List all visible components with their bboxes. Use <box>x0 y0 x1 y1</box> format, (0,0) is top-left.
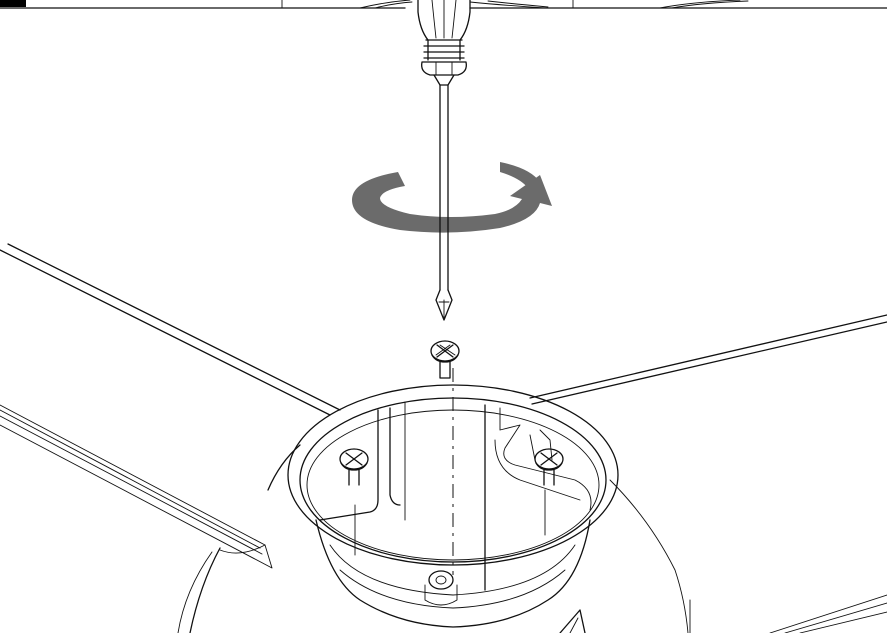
screw-center <box>430 340 460 379</box>
bottom-boss <box>424 570 458 606</box>
base-stand <box>0 243 887 633</box>
top-frame-lines <box>0 0 887 9</box>
screw-left <box>339 448 369 486</box>
hub-internal-ribs <box>319 401 592 591</box>
screw-right <box>534 448 564 486</box>
screwdriver <box>417 0 471 321</box>
rotation-arrow-icon <box>352 162 552 233</box>
corner-mark <box>0 0 26 7</box>
